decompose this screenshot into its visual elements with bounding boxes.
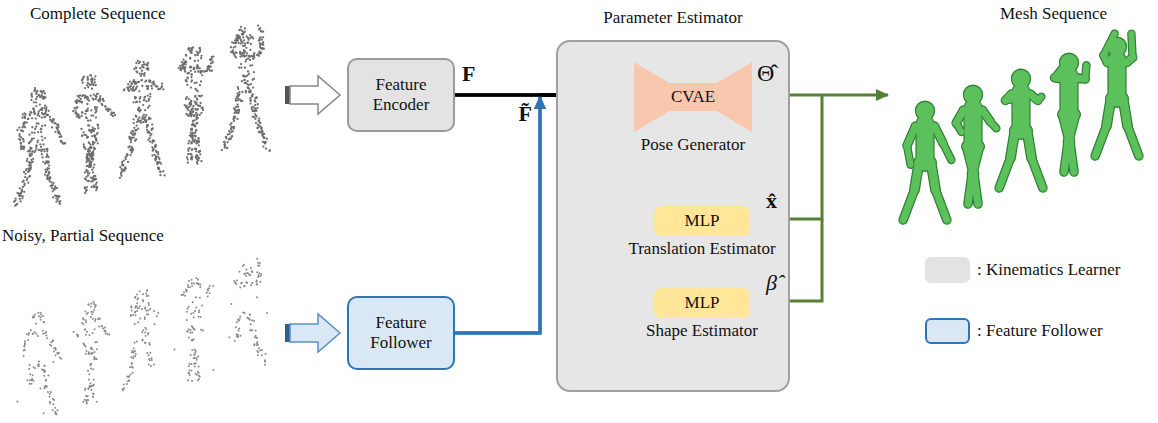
legend-text: : Feature Follower	[977, 321, 1103, 341]
partial-point-cloud	[122, 289, 160, 391]
legend-swatch	[925, 318, 970, 344]
body-mesh	[903, 101, 951, 220]
follower-box: Feature Follower	[347, 296, 455, 370]
feature-symbol: F	[462, 63, 475, 85]
mlp-block: MLPTranslation Estimator	[654, 206, 750, 236]
node-caption: Translation Estimator	[628, 239, 775, 259]
body-mesh	[956, 85, 996, 204]
partial-point-cloud	[173, 277, 214, 382]
legend-text: : Kinematics Learner	[977, 260, 1121, 280]
point-cloud	[72, 74, 116, 194]
partial-point-cloud	[73, 301, 111, 404]
partial-point-cloud	[16, 312, 62, 416]
point-cloud	[119, 60, 166, 179]
section-title: Mesh Sequence	[1000, 4, 1107, 24]
legend-swatch	[925, 257, 970, 283]
panel-heading: Parameter Estimator	[558, 8, 788, 28]
estimator-panel: Parameter EstimatorCVAEPose GeneratorMLP…	[556, 40, 790, 392]
node-text: MLP	[685, 211, 720, 231]
node-text: CVAE	[671, 87, 715, 107]
hollow-arrow	[285, 314, 340, 352]
body-mesh	[1095, 34, 1139, 156]
hollow-arrow	[285, 76, 340, 114]
node-text: MLP	[685, 293, 720, 313]
output-symbol: Θ̂	[757, 60, 774, 87]
body-mesh	[999, 69, 1043, 188]
node-text: Feature Encoder	[355, 75, 447, 114]
mlp-block: MLPShape Estimator	[654, 288, 750, 318]
point-cloud	[178, 46, 215, 165]
cvae-block: CVAEPose Generator	[634, 62, 752, 132]
point-cloud	[221, 24, 271, 151]
body-mesh	[1055, 53, 1087, 172]
partial-point-cloud	[228, 258, 268, 366]
node-caption: Shape Estimator	[646, 321, 758, 341]
point-cloud	[13, 87, 66, 207]
node-caption: Pose Generator	[641, 135, 745, 155]
encoder-box: Feature Encoder	[347, 58, 455, 132]
node-text: Feature Follower	[355, 313, 447, 352]
section-title: Complete Sequence	[30, 4, 166, 24]
output-symbol: x̂	[766, 188, 777, 214]
output-symbol: β̂	[766, 270, 777, 296]
section-title: Noisy, Partial Sequence	[2, 226, 164, 246]
feature-symbol: F̃	[519, 103, 532, 125]
